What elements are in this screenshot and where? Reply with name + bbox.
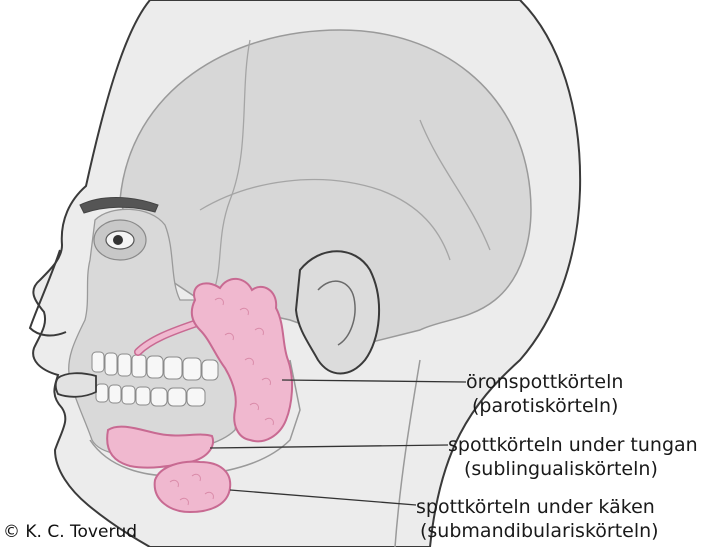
label-sublingual-name: spottkörteln under tungan — [448, 433, 698, 457]
lips — [56, 373, 96, 397]
label-parotid-latin: (parotiskörteln) — [466, 394, 623, 418]
copyright-notice: © K. C. Toverud — [3, 522, 137, 542]
label-sublingual-latin: (sublingualiskörteln) — [448, 457, 698, 481]
label-submandibular-name: spottkörteln under käken — [416, 495, 659, 519]
label-submandibular-gland: spottkörteln under käken (submandibulari… — [416, 495, 659, 543]
label-parotid-gland: öronspottkörteln (parotiskörteln) — [466, 370, 623, 418]
submandibular-gland — [155, 462, 231, 512]
label-sublingual-gland: spottkörteln under tungan (sublingualisk… — [448, 433, 698, 481]
label-submandibular-latin: (submandibulariskörteln) — [416, 519, 659, 543]
label-parotid-name: öronspottkörteln — [466, 370, 623, 394]
pupil — [113, 235, 123, 245]
